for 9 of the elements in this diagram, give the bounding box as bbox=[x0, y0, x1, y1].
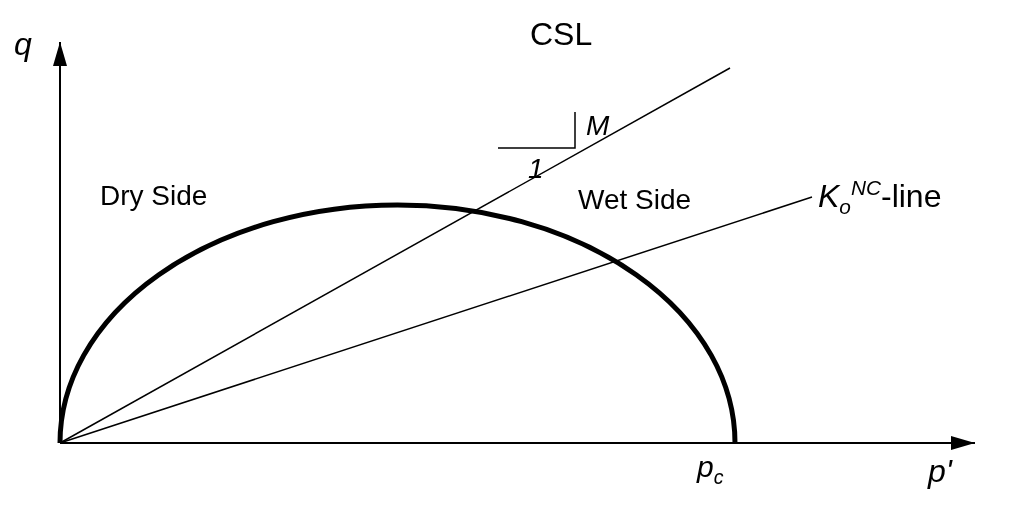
line-label: CSL bbox=[530, 18, 593, 50]
axis-label: p' bbox=[928, 455, 952, 487]
line-label: K$_{o}$$^{NC}$-line bbox=[818, 178, 942, 218]
slope-label: M bbox=[586, 112, 610, 140]
region-label: Wet Side bbox=[578, 186, 692, 214]
slope-label: 1 bbox=[528, 155, 544, 183]
region-label: Dry Side bbox=[100, 182, 208, 210]
point-label: p$_{c}$ bbox=[697, 452, 724, 488]
axis-label: q bbox=[14, 28, 32, 60]
